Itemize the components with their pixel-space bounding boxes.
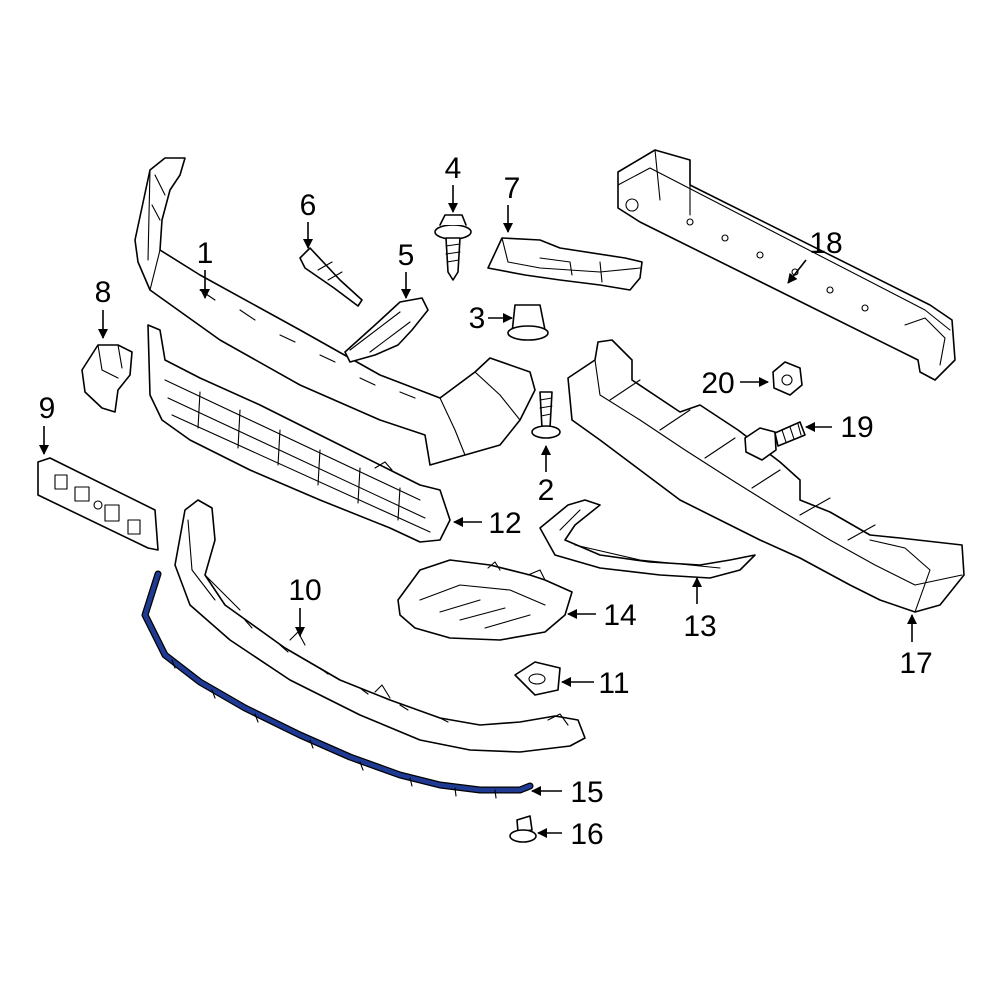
leader-lines (39, 185, 917, 838)
callout-8[interactable]: 8 (95, 276, 112, 309)
part-3-clip-nut[interactable] (507, 304, 549, 341)
callout-10[interactable]: 10 (288, 574, 321, 607)
callout-9[interactable]: 9 (39, 392, 56, 425)
callout-6[interactable]: 6 (300, 189, 317, 222)
callout-13[interactable]: 13 (683, 610, 716, 643)
callout-4[interactable]: 4 (445, 152, 462, 185)
callout-20[interactable]: 20 (701, 367, 734, 400)
part-2-bolt[interactable] (531, 391, 561, 439)
callout-11[interactable]: 11 (598, 667, 629, 700)
callout-16[interactable]: 16 (570, 818, 603, 851)
part-9-license-bracket[interactable] (37, 457, 159, 551)
part-18-impact-bar[interactable] (617, 149, 956, 381)
callout-19[interactable]: 19 (840, 411, 873, 444)
callout-7[interactable]: 7 (504, 172, 521, 205)
callout-1[interactable]: 1 (197, 237, 214, 270)
part-7-bracket[interactable] (487, 237, 643, 291)
part-10-lower-valance[interactable] (174, 499, 586, 753)
part-8-side-bracket[interactable] (81, 344, 133, 413)
leader-18 (787, 259, 807, 284)
part-4-bolt[interactable] (434, 214, 472, 281)
part-5-bracket[interactable] (344, 297, 429, 363)
callout-3[interactable]: 3 (469, 302, 486, 335)
callout-12[interactable]: 12 (488, 507, 521, 540)
part-20-flange-nut[interactable] (772, 361, 803, 396)
part-12-lower-grille[interactable] (147, 324, 451, 543)
part-17-energy-absorber[interactable] (567, 339, 965, 613)
callout-5[interactable]: 5 (398, 239, 415, 272)
callout-15[interactable]: 15 (570, 776, 603, 809)
callout-17[interactable]: 17 (899, 647, 932, 680)
part-15-lower-molding[interactable] (141, 570, 534, 799)
part-6-push-pin[interactable] (299, 247, 363, 307)
part-13-grille-trim[interactable] (539, 499, 756, 579)
callout-14[interactable]: 14 (603, 599, 636, 632)
part-16-push-clip[interactable] (509, 815, 537, 843)
part-11-cover-cap[interactable] (514, 661, 561, 696)
part-19-bolt[interactable] (744, 421, 806, 461)
callout-2[interactable]: 2 (538, 474, 555, 507)
part-1-bumper-cover[interactable] (134, 157, 536, 466)
part-14-fog-bracket[interactable] (397, 559, 573, 641)
callout-18[interactable]: 18 (809, 227, 842, 260)
callout-labels: 1 2 3 4 5 6 7 8 9 10 11 12 13 14 15 16 1… (39, 152, 933, 851)
